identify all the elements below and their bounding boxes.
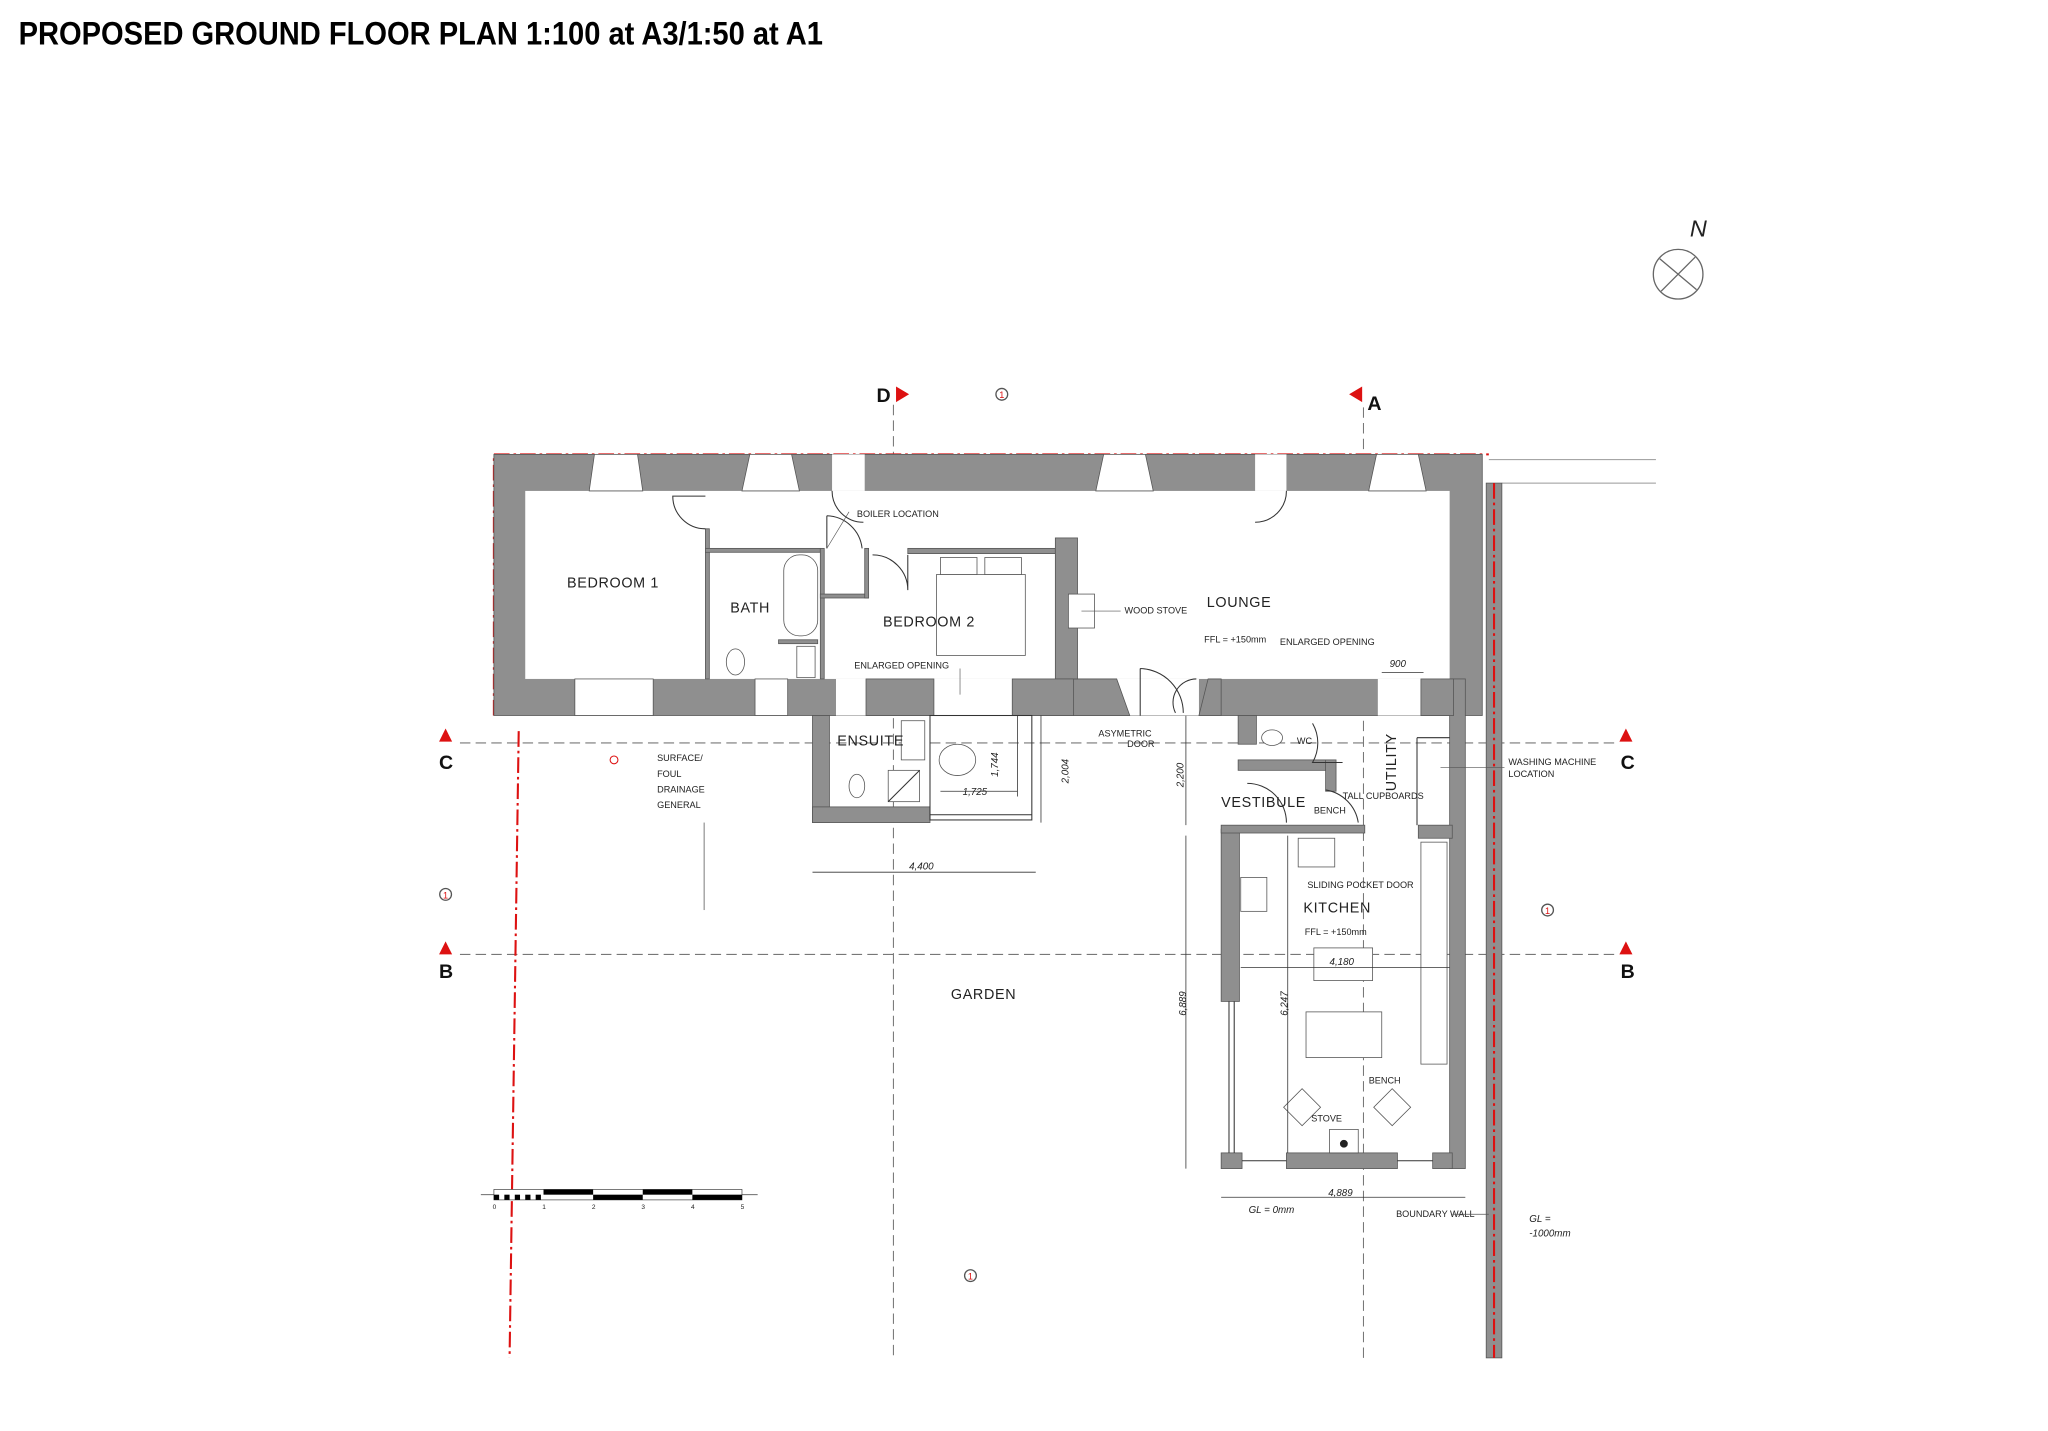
svg-text:BENCH: BENCH [1314, 805, 1346, 815]
room-utility: UTILITY [1384, 733, 1400, 791]
svg-text:FFL = +150mm: FFL = +150mm [1305, 927, 1367, 937]
svg-text:4,180: 4,180 [1330, 957, 1355, 968]
toilet-icon [725, 648, 745, 676]
svg-text:B: B [1621, 961, 1635, 983]
svg-text:-1000mm: -1000mm [1529, 1228, 1570, 1239]
bathtub-icon [783, 554, 819, 637]
svg-text:LOCATION: LOCATION [1508, 769, 1554, 779]
section-marker-b-right: B [1619, 941, 1635, 983]
svg-text:BENCH: BENCH [1369, 1076, 1401, 1086]
svg-text:ENLARGED OPENING: ENLARGED OPENING [1280, 637, 1375, 647]
svg-text:SURFACE/: SURFACE/ [657, 753, 703, 763]
door-swings [672, 490, 1359, 823]
section-marker-a: A [1349, 386, 1382, 415]
svg-text:FOUL: FOUL [657, 769, 681, 779]
dimension-labels: 900 1,744 2,004 1,725 4,400 2,200 4,180 … [909, 659, 1406, 1199]
armchair-icon [1283, 1088, 1322, 1127]
scale-bar: 0 1 2 3 4 5 [480, 1189, 758, 1211]
north-label: N [1690, 215, 1707, 241]
svg-text:4: 4 [691, 1204, 695, 1211]
svg-text:1: 1 [1545, 906, 1550, 916]
svg-text:6,889: 6,889 [1178, 991, 1189, 1016]
svg-text:DOOR: DOOR [1127, 739, 1155, 749]
svg-text:1,744: 1,744 [990, 752, 1001, 777]
room-bedroom-2: BEDROOM 2 [883, 615, 975, 631]
svg-text:BOILER LOCATION: BOILER LOCATION [857, 509, 939, 519]
section-marker-d: D [876, 385, 910, 407]
svg-text:TALL CUPBOARDS: TALL CUPBOARDS [1343, 791, 1424, 801]
svg-text:2,004: 2,004 [1060, 758, 1071, 784]
svg-text:STOVE: STOVE [1311, 1114, 1342, 1124]
svg-text:ENLARGED OPENING: ENLARGED OPENING [854, 660, 949, 670]
drawing-title: PROPOSED GROUND FLOOR PLAN 1:100 at A3/1… [19, 14, 823, 51]
room-bedroom-1: BEDROOM 1 [567, 576, 659, 592]
svg-text:1: 1 [443, 890, 448, 900]
room-labels: BEDROOM 1 BATH BEDROOM 2 LOUNGE ENSUITE … [567, 576, 1400, 1003]
tall-cupboards-icon [1420, 841, 1448, 1065]
svg-text:0: 0 [493, 1204, 497, 1211]
svg-text:WASHING MACHINE: WASHING MACHINE [1508, 757, 1596, 767]
svg-text:900: 900 [1390, 659, 1407, 670]
armchair-icon [1373, 1088, 1412, 1127]
svg-text:GL =: GL = [1529, 1214, 1551, 1225]
svg-text:4,400: 4,400 [909, 862, 934, 873]
section-marker-c-right: C [1619, 728, 1635, 774]
svg-text:5: 5 [741, 1204, 745, 1211]
svg-text:WOOD STOVE: WOOD STOVE [1125, 606, 1188, 616]
section-marker-b-left: B [439, 941, 453, 983]
boundary-wall [1485, 482, 1503, 1359]
svg-text:1: 1 [999, 390, 1004, 400]
svg-text:DRAINAGE: DRAINAGE [657, 785, 705, 795]
section-marker-c-left: C [439, 728, 453, 774]
svg-text:6,247: 6,247 [1280, 991, 1291, 1016]
detail-marker-icon: 1 1 1 1 [439, 387, 1555, 1283]
svg-text:SLIDING POCKET DOOR: SLIDING POCKET DOOR [1307, 880, 1414, 890]
svg-text:D: D [876, 385, 890, 407]
sink-icon [1240, 877, 1268, 912]
room-lounge: LOUNGE [1207, 595, 1272, 611]
dining-table-icon [1305, 1011, 1383, 1058]
svg-text:1: 1 [968, 1272, 973, 1282]
room-vestibule: VESTIBULE [1221, 795, 1306, 811]
room-wc: WC [1297, 736, 1313, 746]
svg-text:1: 1 [542, 1204, 546, 1211]
svg-text:B: B [439, 961, 453, 983]
annotations: BOILER LOCATION WOOD STOVE FFL = +150mm … [609, 509, 1596, 1239]
room-bath: BATH [730, 600, 770, 616]
svg-text:ASYMETRIC: ASYMETRIC [1098, 728, 1152, 738]
north-arrow-icon: N [1652, 215, 1707, 300]
room-ensuite: ENSUITE [837, 734, 904, 750]
svg-text:C: C [439, 752, 453, 774]
svg-text:3: 3 [641, 1204, 645, 1211]
svg-text:C: C [1621, 752, 1635, 774]
room-garden: GARDEN [951, 987, 1016, 1003]
svg-text:FFL = +150mm: FFL = +150mm [1204, 634, 1266, 644]
svg-text:1,725: 1,725 [963, 787, 988, 798]
svg-text:GL = 0mm: GL = 0mm [1249, 1205, 1295, 1216]
double-bed-icon [936, 574, 1026, 656]
dimension-lines [812, 672, 1466, 1198]
bath-icon [938, 743, 977, 776]
hob-icon [1297, 837, 1336, 868]
kitchen-wing-walls [1220, 678, 1466, 1169]
svg-text:2,200: 2,200 [1175, 762, 1186, 788]
svg-text:GENERAL: GENERAL [657, 800, 701, 810]
svg-text:BOUNDARY WALL: BOUNDARY WALL [1396, 1209, 1474, 1219]
svg-text:2: 2 [592, 1204, 596, 1211]
svg-text:A: A [1367, 393, 1381, 415]
svg-text:4,889: 4,889 [1328, 1188, 1353, 1199]
room-kitchen: KITCHEN [1303, 901, 1371, 917]
ensuite-walls [812, 678, 1075, 823]
